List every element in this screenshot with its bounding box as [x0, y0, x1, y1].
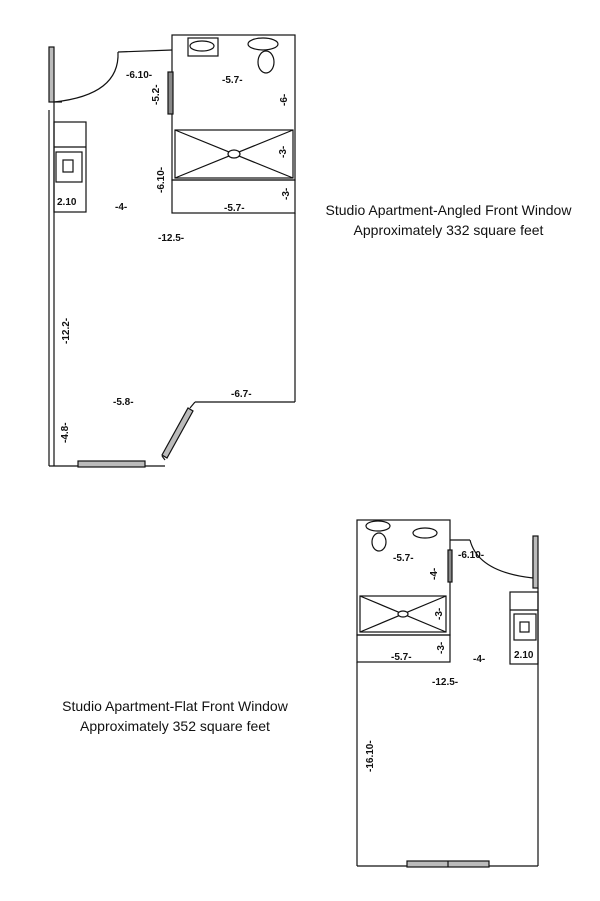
- flat-dim-kitchen-gap: -4-: [473, 654, 485, 665]
- toilet-tank: [247, 37, 279, 51]
- entry-window: [48, 46, 55, 103]
- flat-dimensions: -5.7- -6.10- -4- -3- -3- -5.7- -4- 2.10 …: [365, 550, 534, 772]
- flat-dim-bath-top: -5.7-: [393, 553, 414, 564]
- front-window-angled: [161, 407, 194, 459]
- bathtub: [174, 129, 294, 179]
- dim-closet-side: -6.10-: [156, 167, 167, 193]
- flat-dim-room-height: -16.10-: [365, 740, 376, 772]
- closet: [171, 179, 296, 214]
- flat-bathtub: [359, 595, 447, 633]
- flat-toilet-bowl: [371, 532, 387, 552]
- dim-kitchen-gap: -4-: [115, 202, 127, 213]
- kitchen-sink: [55, 151, 83, 183]
- dim-hall: -5.2-: [151, 84, 162, 105]
- entry-door-swing: [53, 51, 119, 103]
- flat-closet: [356, 634, 451, 663]
- angled-floor-plan: [48, 34, 296, 468]
- flat-area: Approximately 352 square feet: [80, 718, 270, 734]
- flat-entry-window: [532, 535, 539, 589]
- angled-title: Studio Apartment-Angled Front Window: [325, 202, 572, 218]
- flat-dim-kitchen: 2.10: [514, 650, 534, 661]
- dim-door-width: -6.10-: [126, 70, 152, 81]
- flat-entry-door-swing: [469, 539, 534, 579]
- flat-floor-plan: [356, 519, 539, 868]
- dim-bath-side: -6-: [279, 94, 290, 106]
- flat-caption: Studio Apartment-Flat Front Window Appro…: [40, 696, 310, 736]
- flat-kitchen-sink: [513, 613, 537, 641]
- dim-room-width: -12.5-: [158, 233, 184, 244]
- dim-tub: -3-: [278, 146, 289, 158]
- sink: [189, 40, 215, 52]
- dim-kitchen: 2.10: [57, 197, 77, 208]
- angled-area: Approximately 332 square feet: [353, 222, 544, 238]
- dim-room-height: -12.2-: [61, 318, 72, 344]
- bath-door: [167, 71, 174, 115]
- dim-closet-depth: -3-: [281, 188, 292, 200]
- toilet-bowl: [257, 50, 275, 74]
- dim-bath-top: -5.7-: [222, 75, 243, 86]
- flat-dim-closet-width: -5.7-: [391, 652, 412, 663]
- flat-sink: [365, 520, 391, 532]
- flat-dim-room-width: -12.5-: [432, 677, 458, 688]
- angled-dimensions: -6.10- -5.2- -5.7- -6- -3- -6.10- -3- -5…: [57, 70, 292, 443]
- flat-dim-tub: -3-: [434, 608, 445, 620]
- flat-title: Studio Apartment-Flat Front Window: [62, 698, 288, 714]
- dim-front-left: -5.8-: [113, 397, 134, 408]
- flat-toilet-tank: [412, 527, 438, 539]
- flat-dim-closet-depth: -3-: [436, 642, 447, 654]
- dim-front-right: -6.7-: [231, 389, 252, 400]
- dim-closet-width: -5.7-: [224, 203, 245, 214]
- flat-dim-door-width: -6.10-: [458, 550, 484, 561]
- angled-caption: Studio Apartment-Angled Front Window App…: [306, 200, 591, 240]
- flat-bath-door: [447, 549, 453, 583]
- dim-bay-height: -4.8-: [60, 422, 71, 443]
- front-window-flat: [77, 460, 146, 468]
- flat-dim-hall: -4-: [429, 568, 440, 580]
